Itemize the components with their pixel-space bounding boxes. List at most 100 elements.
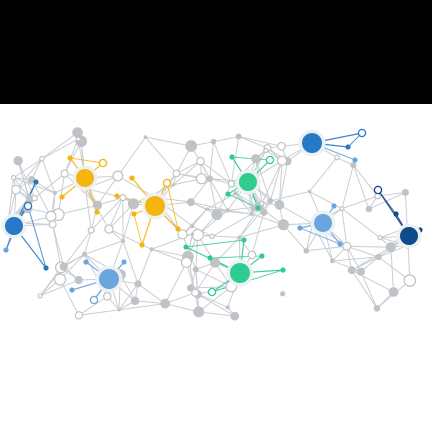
- network-node: [81, 251, 88, 257]
- network-node: [131, 211, 137, 217]
- network-edge: [279, 204, 313, 224]
- network-node: [89, 295, 99, 305]
- network-node: [393, 211, 399, 217]
- network-edge: [269, 160, 283, 202]
- network-node: [185, 140, 198, 152]
- network-node: [225, 305, 230, 310]
- network-node: [45, 210, 57, 222]
- network-node: [333, 154, 340, 161]
- network-edge: [164, 292, 196, 305]
- network-edge: [198, 311, 235, 317]
- network-node: [265, 155, 275, 165]
- network-node: [352, 157, 358, 163]
- network-node: [52, 190, 57, 196]
- network-node: [183, 244, 189, 250]
- network-node: [172, 169, 181, 178]
- network-edge: [255, 158, 271, 202]
- network-node: [94, 209, 100, 215]
- network-node: [160, 298, 171, 309]
- network-edge: [341, 165, 354, 209]
- network-node: [280, 291, 286, 297]
- network-node: [337, 241, 343, 247]
- network-node: [180, 256, 192, 268]
- network-node: [190, 232, 195, 236]
- network-edge: [227, 209, 252, 215]
- network-edge: [182, 208, 208, 235]
- network-node: [11, 184, 21, 195]
- network-node: [331, 203, 337, 209]
- network-node: [175, 226, 181, 232]
- network-node: [134, 280, 142, 288]
- network-node: [60, 169, 69, 178]
- network-node: [277, 219, 289, 231]
- network-node: [345, 144, 351, 150]
- network-edge: [13, 158, 43, 179]
- network-node: [69, 287, 75, 293]
- network-node: [209, 233, 215, 240]
- network-node: [67, 155, 73, 161]
- network-node: [230, 311, 240, 321]
- network-node: [112, 170, 124, 182]
- network-edge: [352, 164, 378, 197]
- network-edge: [137, 249, 153, 285]
- network-edge: [390, 247, 395, 293]
- network-node: [373, 305, 381, 312]
- network-edge: [117, 136, 146, 177]
- network-node: [114, 193, 120, 199]
- network-node: [10, 174, 17, 181]
- network-node: [339, 206, 345, 212]
- network-edge: [108, 228, 152, 250]
- network-edge: [239, 200, 271, 238]
- network-hub-node: [5, 217, 23, 235]
- network-node: [196, 156, 205, 166]
- network-edge: [164, 262, 187, 304]
- network-node: [192, 266, 199, 273]
- network-node: [191, 228, 204, 242]
- network-edge: [194, 292, 236, 317]
- network-node: [193, 306, 205, 318]
- network-node: [103, 292, 112, 301]
- network-node: [260, 208, 268, 216]
- network-hub-node: [230, 263, 250, 283]
- network-edge: [235, 193, 253, 215]
- network-edge: [176, 160, 201, 174]
- network-node: [277, 141, 286, 151]
- network-node: [330, 258, 335, 264]
- network-node: [98, 158, 108, 168]
- network-node: [280, 267, 286, 273]
- network-edge: [84, 240, 124, 255]
- network-node: [209, 257, 221, 268]
- network-edge: [278, 160, 283, 205]
- network-node: [342, 241, 352, 251]
- network-edge: [346, 245, 391, 248]
- network-hub-node: [239, 173, 257, 191]
- network-edge: [52, 224, 65, 267]
- network-node: [235, 133, 242, 140]
- network-hub-node: [76, 169, 94, 187]
- network-edge: [190, 178, 211, 203]
- network-node: [127, 198, 140, 210]
- network-node: [303, 248, 310, 254]
- network-node: [39, 155, 45, 162]
- network-edge: [209, 141, 215, 179]
- network-node: [247, 250, 257, 260]
- network-edge: [39, 279, 79, 297]
- network-node: [119, 193, 127, 202]
- network-edge: [238, 135, 282, 147]
- network-node: [74, 275, 83, 285]
- network-node: [267, 198, 274, 204]
- network-node: [375, 253, 382, 261]
- network-graph-illustration: [0, 104, 432, 432]
- network-edge: [84, 230, 92, 255]
- network-edge: [15, 158, 43, 190]
- network-edge: [78, 309, 120, 316]
- network-edge: [90, 197, 124, 231]
- network-node: [225, 208, 230, 213]
- network-node: [87, 226, 95, 234]
- network-node: [403, 274, 417, 287]
- network-edge: [213, 141, 232, 185]
- network-edge: [108, 197, 124, 230]
- network-edge: [352, 165, 370, 210]
- network-edge: [57, 173, 66, 215]
